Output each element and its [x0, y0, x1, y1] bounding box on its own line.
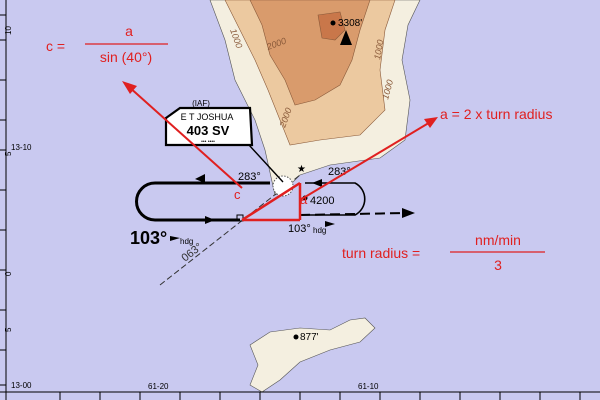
- islet-elevation: 877': [300, 332, 319, 343]
- lat-label: 5: [4, 327, 13, 332]
- turn-arrow: [312, 179, 322, 187]
- label-c: c: [234, 187, 241, 202]
- inbound-course: 283°: [238, 171, 261, 183]
- tr-formula-den: 3: [494, 257, 502, 273]
- heading-arrow-left: [170, 236, 180, 241]
- c-formula-lhs: c =: [46, 38, 65, 54]
- departure-line: [299, 212, 406, 216]
- heading-big-suffix: hdg: [180, 237, 193, 246]
- altitude-label: 4200: [310, 195, 334, 207]
- fix-morse: ••• ••••: [201, 139, 215, 145]
- c-formula-num: a: [125, 23, 133, 39]
- lat-label: 10: [4, 26, 13, 35]
- outbound-arrow: [205, 216, 215, 224]
- red-annotations: [122, 81, 438, 222]
- peak-elevation: 3308': [338, 18, 362, 29]
- c-formula-den: sin (40°): [100, 49, 152, 65]
- inbound-arrow: [195, 174, 205, 183]
- contour-label: 1000: [372, 39, 385, 60]
- lat-label: 13-10: [11, 143, 32, 152]
- lon-label: 61-20: [148, 382, 169, 391]
- terrain-islet: [249, 317, 376, 393]
- heading-big: 103°: [130, 228, 167, 248]
- islet-marker: 877': [293, 332, 319, 343]
- terrain-top: [317, 11, 346, 41]
- latitude-scale: [0, 0, 7, 400]
- lat-label: 13-00: [11, 381, 32, 390]
- heading-arrow: [325, 221, 335, 227]
- peak-marker: 3308': [330, 18, 362, 45]
- fix-frequency: 403 SV: [187, 123, 230, 138]
- fix-box: (IAF) E T JOSHUA 403 SV ••• ••••: [164, 99, 284, 183]
- tr-formula-num: nm/min: [475, 232, 521, 248]
- fix-name: E T JOSHUA: [181, 112, 234, 122]
- holding-pattern: [135, 181, 270, 222]
- lat-label: 0: [4, 271, 13, 276]
- heading-small: 103°: [288, 223, 311, 235]
- lat-label: 5: [4, 151, 13, 156]
- heading-small-suffix: hdg: [313, 226, 326, 235]
- island-terrain: [209, 0, 421, 393]
- a-formula: a = 2 x turn radius: [440, 106, 552, 122]
- obstacle-icon: [340, 30, 352, 45]
- departure-arrow: [402, 208, 415, 218]
- star-icon: ★: [297, 164, 306, 175]
- longitude-scale: 61-20 61-10: [0, 382, 600, 400]
- outbound-course: 283°: [328, 166, 351, 178]
- fix-iaf: (IAF): [192, 99, 210, 108]
- procedure-turn: [300, 182, 366, 216]
- tr-formula-lhs: turn radius =: [342, 245, 420, 261]
- lon-label: 61-10: [358, 382, 379, 391]
- label-a: a: [300, 192, 308, 207]
